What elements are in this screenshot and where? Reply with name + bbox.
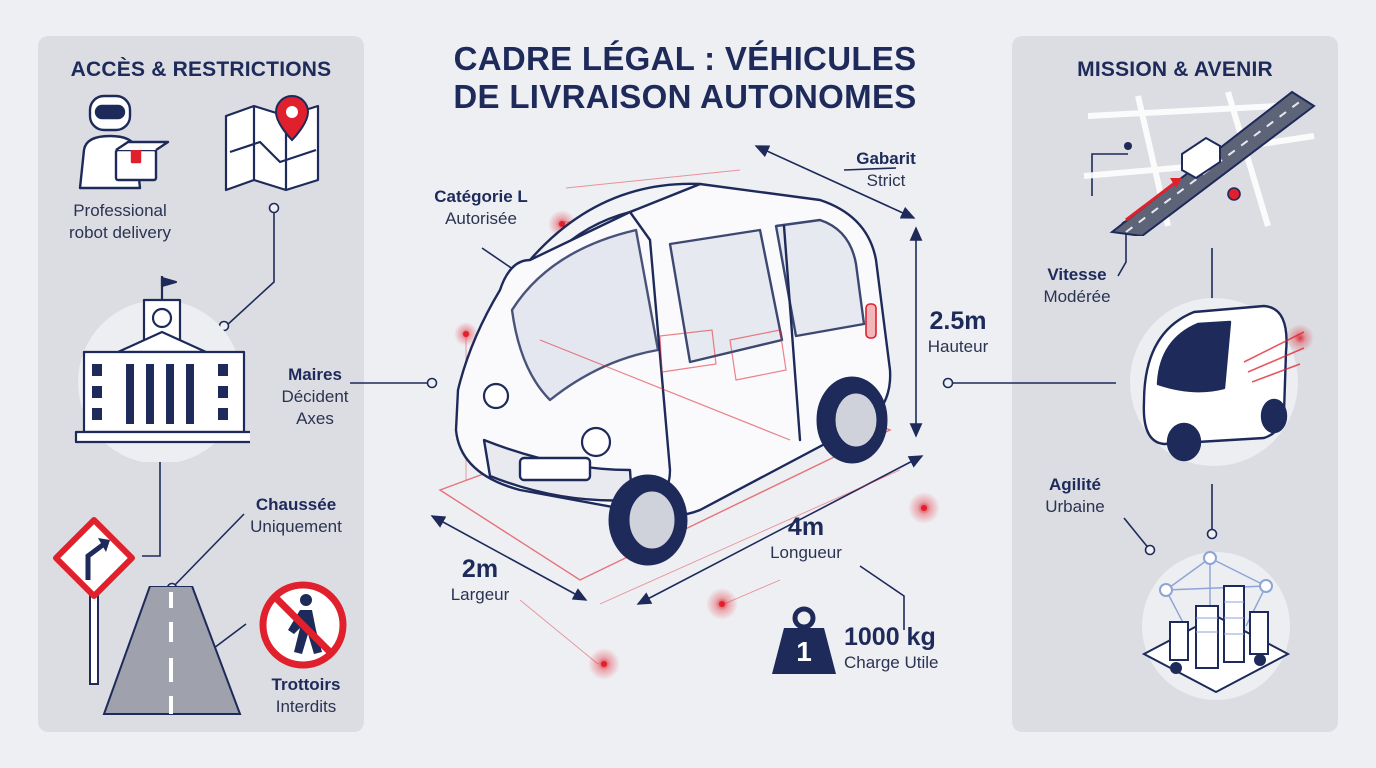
street-map-icon <box>1083 90 1316 236</box>
mayors-label: Maires Décident Axes <box>281 365 349 428</box>
weight-icon: 1 <box>770 606 838 676</box>
autonomous-vehicle-illustration <box>438 182 892 581</box>
length-label: 4m Longueur <box>770 513 842 562</box>
town-hall-icon <box>74 276 250 462</box>
weight-digit: 1 <box>796 636 812 667</box>
category-label: Catégorie L Autorisée <box>434 187 528 228</box>
road-sign-icon <box>53 517 135 685</box>
robot-delivery-icon <box>78 94 170 190</box>
title-line-2: DE LIVRAISON AUTONOMES <box>453 78 917 115</box>
roadway-icon <box>102 586 242 715</box>
payload-label: 1000 kg Charge Utile <box>844 623 939 672</box>
gauge-label: Gabarit Strict <box>856 149 916 190</box>
smart-city-icon <box>1141 551 1291 700</box>
title-line-1: CADRE LÉGAL : VÉHICULES <box>453 40 917 77</box>
no-pedestrian-icon <box>259 581 347 669</box>
sidewalks-label: Trottoirs Interdits <box>271 675 341 716</box>
right-panel-title: MISSION & AVENIR <box>1077 58 1273 81</box>
speed-label: Vitesse Modérée <box>1043 265 1111 306</box>
robot-delivery-label: Professional robot delivery <box>68 201 172 242</box>
width-label: 2m Largeur <box>450 555 510 604</box>
page-title: CADRE LÉGAL : VÉHICULES DE LIVRAISON AUT… <box>380 40 990 116</box>
map-pin-icon <box>224 94 320 192</box>
pod-vehicle-icon <box>1130 298 1304 466</box>
roadway-label: Chaussée Uniquement <box>250 495 342 536</box>
left-panel-title: ACCÈS & RESTRICTIONS <box>70 58 332 81</box>
height-label: 2.5m Hauteur <box>927 307 989 356</box>
agility-label: Agilité Urbaine <box>1045 475 1105 516</box>
